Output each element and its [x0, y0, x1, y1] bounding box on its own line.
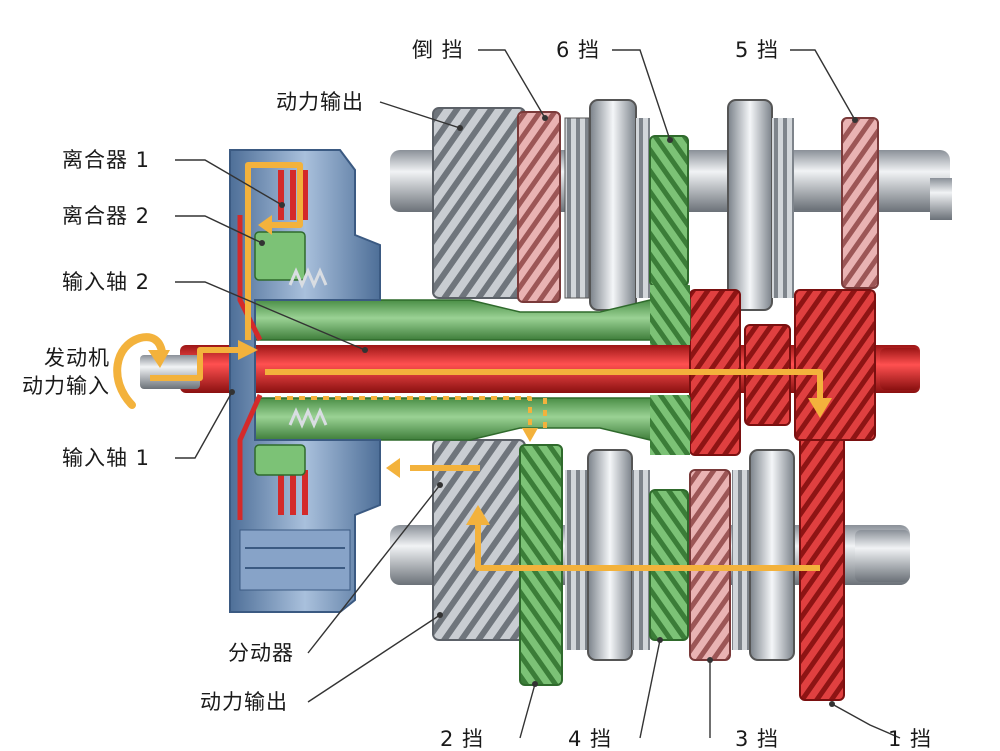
- engine-rotation-arrow: [113, 333, 170, 409]
- input-shaft-2-upper: [249, 299, 691, 341]
- output-gear-top: [432, 107, 526, 299]
- leader-lines: [175, 49, 901, 739]
- label-differential: 分动器: [228, 641, 294, 665]
- synchronizer-1-3: [749, 449, 795, 661]
- label-engine-input: 发动机 动力输入: [10, 344, 110, 400]
- power-flow-paths: [150, 162, 823, 571]
- synchronizer-6-reverse: [589, 99, 637, 311]
- label-reverse-gear: 倒 挡: [412, 38, 464, 62]
- label-input-shaft-2: 输入轴 2: [62, 270, 151, 294]
- label-engine-line-2: 动力输入: [22, 374, 110, 398]
- clutch-2-pack: [254, 231, 306, 281]
- label-gear-1: 1 挡: [888, 727, 933, 751]
- reverse-gear: [517, 111, 561, 303]
- label-clutch-1: 离合器 1: [62, 148, 151, 172]
- label-power-output-top: 动力输出: [276, 90, 364, 114]
- power-flow-arrowheads: [238, 215, 832, 525]
- synchronizer-2-4: [587, 449, 633, 661]
- label-gear-3: 3 挡: [735, 727, 780, 751]
- label-gear-2: 2 挡: [440, 727, 485, 751]
- label-gear-5: 5 挡: [735, 38, 780, 62]
- label-clutch-2: 离合器 2: [62, 204, 151, 228]
- input-gear-odd-b: [794, 289, 876, 441]
- engine-input-stub: [140, 355, 200, 389]
- synchronizer-5: [727, 99, 773, 311]
- gear-6: [649, 135, 689, 287]
- clutch-1-plates: [278, 170, 308, 515]
- label-engine-line-1: 发动机: [44, 346, 110, 370]
- label-input-shaft-1: 输入轴 1: [62, 446, 151, 470]
- label-gear-4: 4 挡: [568, 727, 613, 751]
- gear-1: [799, 419, 845, 701]
- gear-5: [841, 117, 879, 289]
- label-power-output-bottom: 动力输出: [200, 690, 288, 714]
- label-gear-6: 6 挡: [556, 38, 601, 62]
